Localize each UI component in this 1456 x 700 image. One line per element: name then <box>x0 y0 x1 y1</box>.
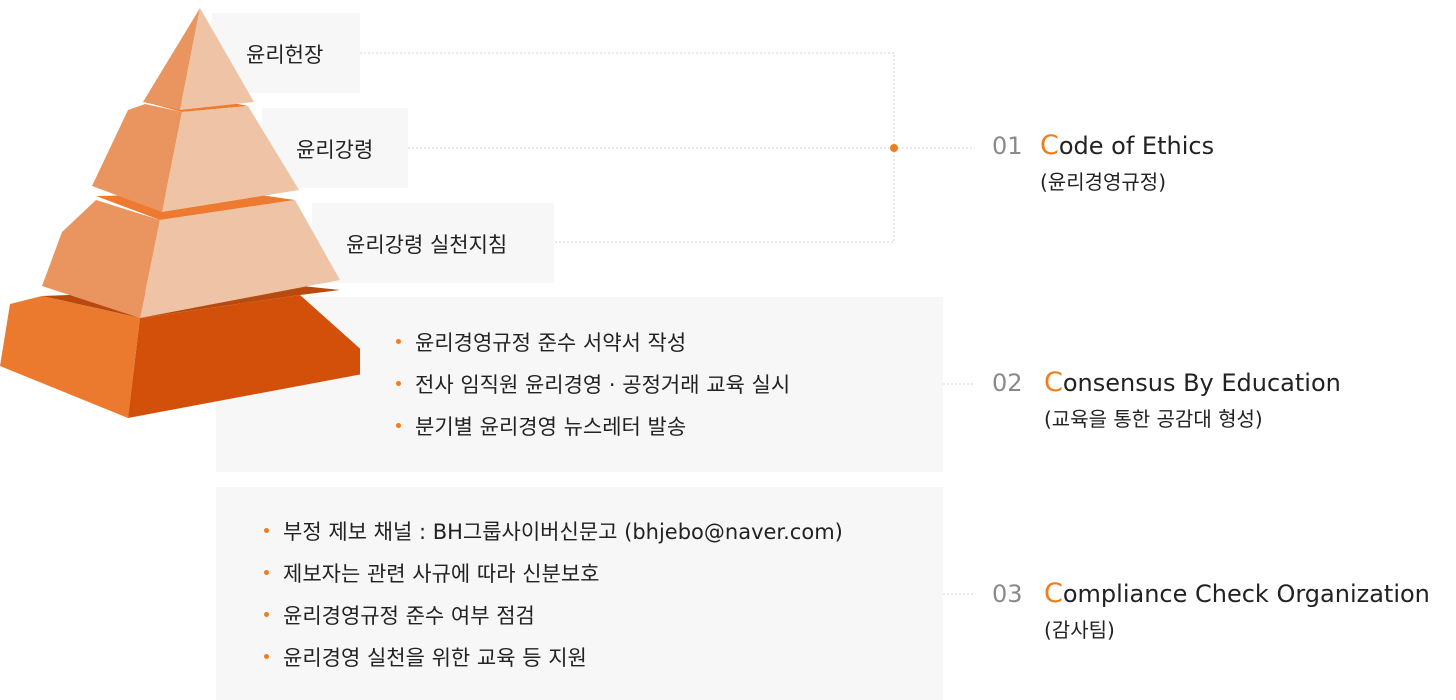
bullet-dot-icon <box>396 423 401 428</box>
section3-title: Compliance Check Organization <box>1044 578 1430 609</box>
education-box <box>216 297 943 472</box>
bullet-dot-icon <box>264 612 269 617</box>
list-item: 윤리경영 실천을 위한 교육 등 지원 <box>264 637 843 679</box>
list-item: 윤리경영규정 준수 여부 점검 <box>264 595 843 637</box>
section1-subtitle: (윤리경영규정) <box>1040 170 1167 194</box>
level-2-label: 윤리강령 <box>296 138 374 162</box>
section1-title-rest: ode of Ethics <box>1058 132 1215 160</box>
pyramid-level1-left <box>143 8 200 110</box>
section3-number: 03 <box>992 580 1023 608</box>
section2-title-rest: onsensus By Education <box>1062 369 1341 397</box>
bullet-dot-icon <box>396 381 401 386</box>
pyramid-level3-left <box>42 200 160 318</box>
section2-subtitle: (교육을 통한 공감대 형성) <box>1044 407 1263 431</box>
ethics-pyramid <box>0 8 360 418</box>
pyramid-level2-right <box>162 106 299 212</box>
level-3-label: 윤리강령 실천지침 <box>346 233 508 257</box>
section3-subtitle: (감사팀) <box>1044 618 1115 642</box>
level-1-label: 윤리헌장 <box>246 43 324 67</box>
level-3-label-box <box>312 203 554 283</box>
list-item: 분기별 윤리경영 뉴스레터 발송 <box>396 406 790 448</box>
pyramid-level2-left <box>92 104 182 212</box>
junction-dot <box>890 144 898 152</box>
bullet-dot-icon <box>264 570 269 575</box>
pyramid-level3-right <box>140 200 340 318</box>
education-bullet-list: 윤리경영규정 준수 서약서 작성 전사 임직원 윤리경영 · 공정거래 교육 실… <box>396 322 790 448</box>
section2-number: 02 <box>992 369 1023 397</box>
compliance-box <box>216 487 943 700</box>
pyramid-level1-right <box>180 8 254 110</box>
list-item: 부정 제보 채널 : BH그룹사이버신문고 (bhjebo@naver.com) <box>264 511 843 553</box>
list-item: 전사 임직원 윤리경영 · 공정거래 교육 실시 <box>396 364 790 406</box>
section1-title: Code of Ethics <box>1040 130 1214 161</box>
bullet-dot-icon <box>264 528 269 533</box>
section3-title-initial: C <box>1044 578 1063 609</box>
compliance-bullet-list: 부정 제보 채널 : BH그룹사이버신문고 (bhjebo@naver.com)… <box>264 511 843 679</box>
bullet-dot-icon <box>264 654 269 659</box>
list-item: 제보자는 관련 사규에 따라 신분보호 <box>264 553 843 595</box>
pyramid-base-left <box>0 296 140 418</box>
section1-number: 01 <box>992 132 1023 160</box>
section1-title-initial: C <box>1040 130 1059 161</box>
list-item: 윤리경영규정 준수 서약서 작성 <box>396 322 790 364</box>
section2-title-initial: C <box>1044 367 1063 398</box>
section2-title: Consensus By Education <box>1044 367 1341 398</box>
pyramid-base-right <box>128 295 360 418</box>
section3-title-rest: ompliance Check Organization <box>1062 580 1430 608</box>
bullet-dot-icon <box>396 339 401 344</box>
